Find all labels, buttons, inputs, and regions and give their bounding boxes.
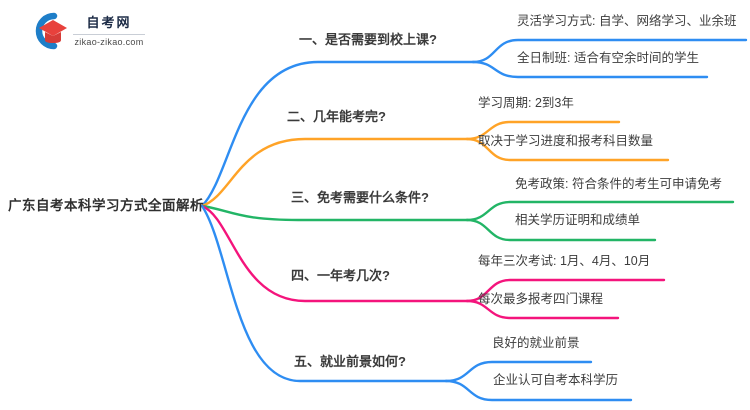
- leaf-label-4a: 每年三次考试: 1月、4月、10月: [478, 254, 651, 268]
- branch-3-child-1-line: [465, 200, 735, 222]
- leaf-label-1a: 灵活学习方式: 自学、网络学习、业余班: [517, 14, 737, 28]
- branch-4-child-1-line: [465, 278, 666, 303]
- branch-5-line: [200, 204, 448, 383]
- branch-1-child-1-line: [471, 38, 748, 64]
- graduation-cap-logo-icon: [35, 12, 67, 50]
- leaf-label-3b: 相关学历证明和成绩单: [515, 213, 641, 227]
- logo-domain: zikao-zikao.com: [74, 37, 144, 47]
- branch-5-child-1-line: [444, 360, 593, 383]
- branch-label-5: 五、就业前景如何?: [294, 354, 406, 369]
- leaf-label-4b: 每次最多报考四门课程: [478, 292, 604, 306]
- branch-2-line: [200, 137, 469, 208]
- branch-4-line: [200, 204, 469, 303]
- branch-3-child-2-line: [465, 218, 657, 242]
- leaf-label-5b: 企业认可自考本科学历: [493, 373, 619, 387]
- logo-title: 自考网: [86, 15, 132, 30]
- logo-divider: [73, 34, 145, 35]
- branch-5-child-2-line: [444, 379, 633, 402]
- branch-2-child-1-line: [465, 120, 621, 141]
- branch-label-3: 三、免考需要什么条件?: [291, 190, 429, 205]
- site-logo: 自考网 zikao-zikao.com: [27, 9, 147, 53]
- branch-3-line: [200, 204, 469, 222]
- leaf-label-1b: 全日制班: 适合有空余时间的学生: [517, 51, 699, 65]
- leaf-label-3a: 免考政策: 符合条件的考生可申请免考: [515, 177, 722, 191]
- branch-1-line: [200, 60, 475, 208]
- branch-label-2: 二、几年能考完?: [287, 109, 386, 124]
- branch-label-1: 一、是否需要到校上课?: [299, 32, 437, 47]
- leaf-label-2a: 学习周期: 2到3年: [478, 96, 574, 110]
- central-topic: 广东自考本科学习方式全面解析: [8, 198, 204, 213]
- branch-2-child-2-line: [465, 137, 670, 162]
- branch-4-child-2-line: [465, 299, 620, 320]
- leaf-label-2b: 取决于学习进度和报考科目数量: [478, 134, 654, 148]
- branch-label-4: 四、一年考几次?: [291, 268, 390, 283]
- branch-1-child-2-line: [471, 60, 709, 79]
- logo-text: 自考网 zikao-zikao.com: [71, 15, 147, 47]
- leaf-label-5a: 良好的就业前景: [492, 336, 580, 350]
